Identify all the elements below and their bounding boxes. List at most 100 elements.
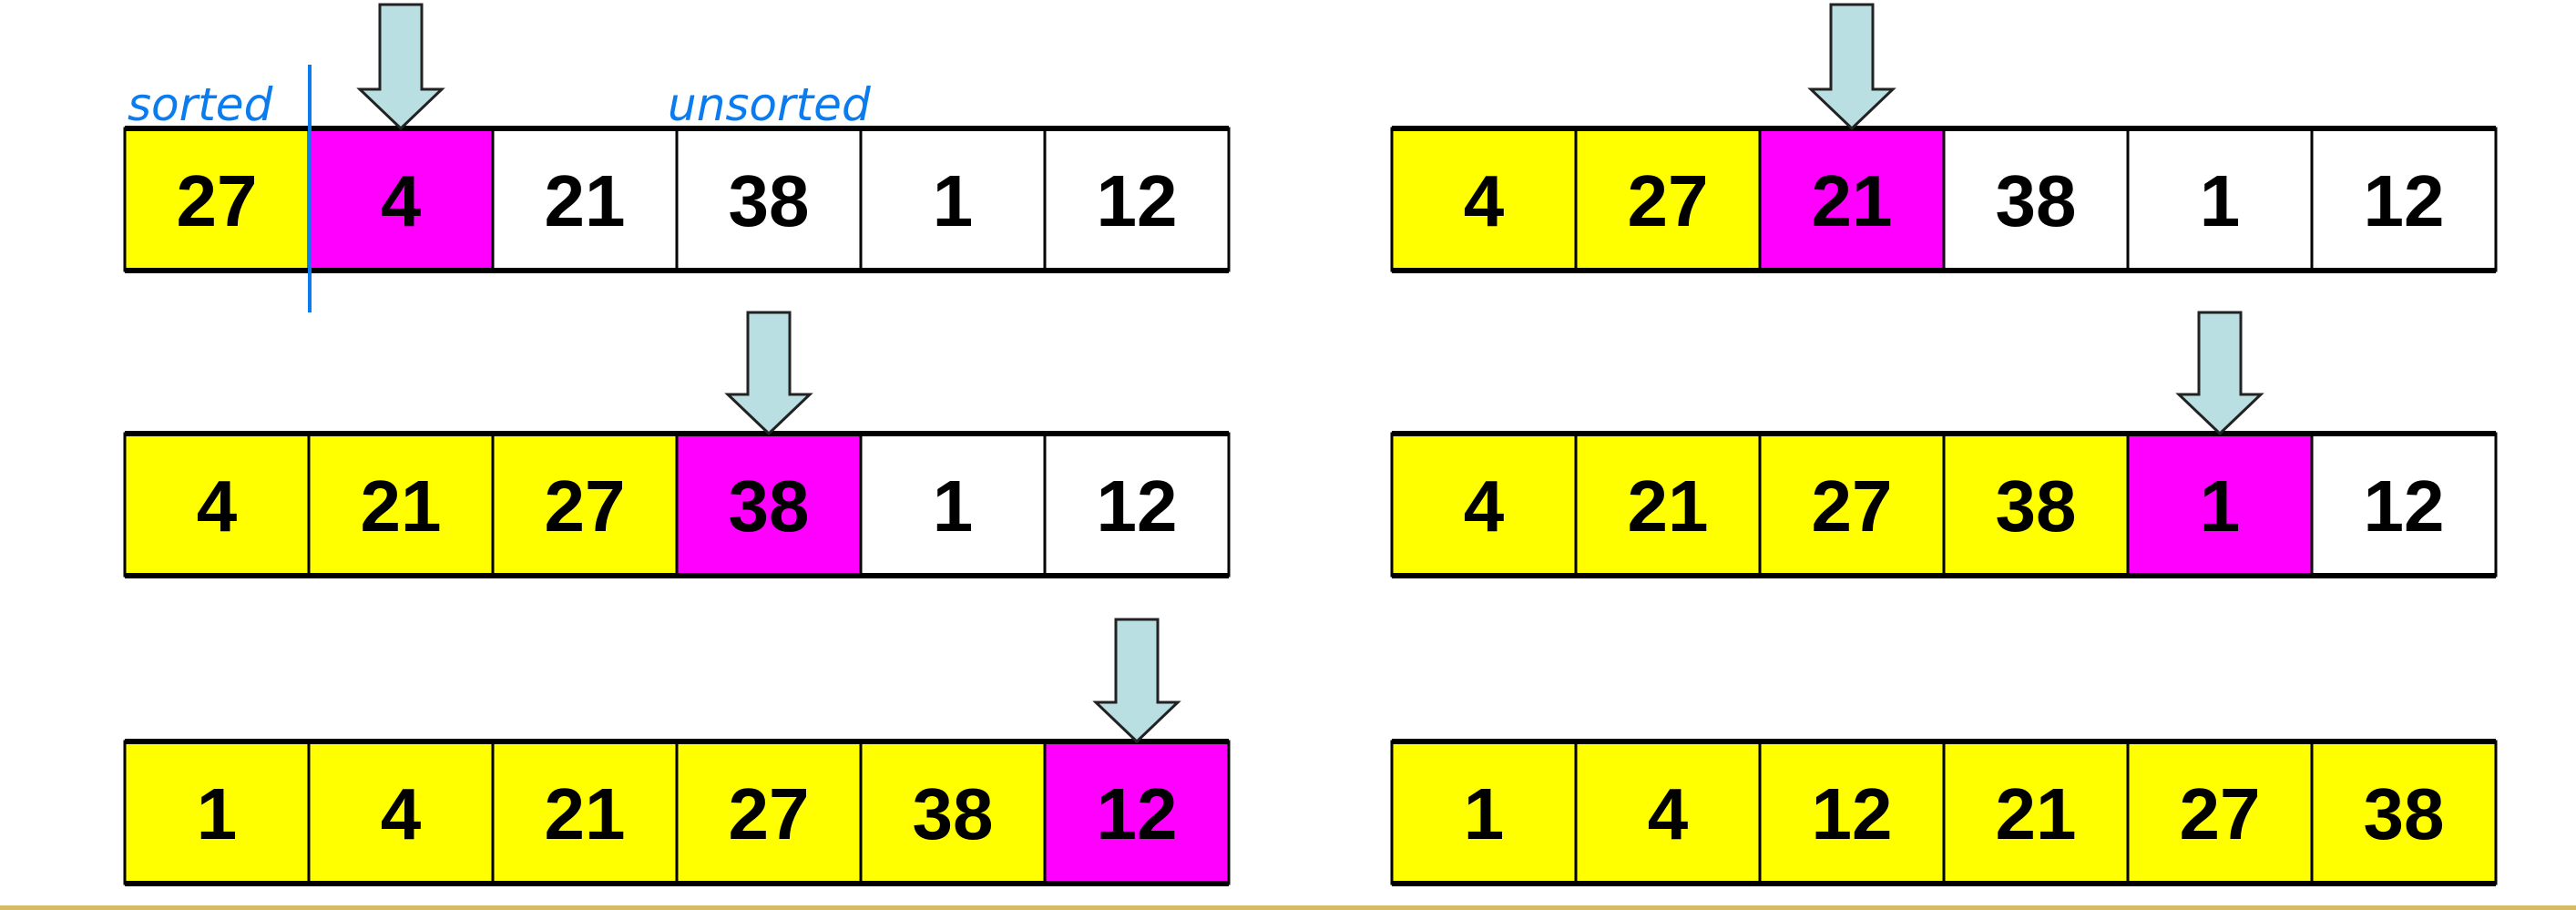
array-cell: 4 [1390,127,1578,272]
array-bottom-border [125,268,1229,273]
cell-value: 38 [1996,160,2077,241]
cell-value: 21 [545,160,626,241]
cell-box [1043,127,1231,272]
cell-value: 27 [1628,160,1709,241]
array-bottom-border [1392,881,2496,886]
down-arrow-icon [356,3,445,131]
cell-box [1043,740,1231,885]
cell-box [859,432,1047,578]
cell-value: 1 [933,465,974,547]
down-arrow-icon [1807,3,1896,131]
array-cell: 1 [2126,127,2314,272]
array-top-border [125,431,1229,436]
cell-value: 4 [381,160,422,241]
array-step-2: 4 27 21 38 1 12 [1390,126,2498,273]
array-cell: 1 [859,127,1047,272]
cell-value: 21 [1812,160,1893,241]
cell-box [2310,432,2498,578]
cell-value: 12 [1097,773,1178,854]
cell-value: 4 [381,773,422,854]
cell-box [1574,127,1762,272]
cell-value: 4 [1648,773,1689,854]
cell-value: 27 [729,773,810,854]
array-cell: 21 [491,127,679,272]
cell-value: 1 [2200,160,2241,241]
down-arrow-icon [724,311,813,436]
sorted-annotation: sorted [128,78,273,131]
cell-box [1942,127,2130,272]
array-cell: 12 [1043,740,1231,885]
array-cell: 27 [675,740,863,885]
cell-value: 4 [197,465,238,547]
array-cell: 12 [1043,127,1231,272]
array-cell: 1 [2126,432,2314,578]
array-cell: 4 [1574,740,1762,885]
cell-value: 38 [729,160,810,241]
cell-value: 27 [1812,465,1893,547]
array-bottom-border [125,881,1229,886]
array-cell: 21 [1942,740,2130,885]
array-cell: 27 [123,127,311,272]
cell-value: 1 [2200,465,2241,547]
cell-value: 12 [2364,465,2445,547]
array-cell: 21 [1574,432,1762,578]
cell-box [675,432,863,578]
array-cell: 21 [307,432,495,578]
array-top-border [1392,431,2496,436]
array-cell: 4 [307,740,495,885]
cell-value: 4 [1464,160,1505,241]
array-step-4: 4 21 27 38 1 12 [1390,431,2498,578]
array-cell: 21 [491,740,679,885]
array-bottom-border [1392,268,2496,273]
array-cell: 38 [1942,127,2130,272]
cell-value: 4 [1464,465,1505,547]
cell-box [307,127,495,272]
array-cell: 1 [123,740,311,885]
array-cell: 38 [675,432,863,578]
cell-value: 1 [1464,773,1505,854]
cell-box [859,740,1047,885]
cell-value: 38 [1996,465,2077,547]
cell-value: 1 [933,160,974,241]
array-cell: 4 [1390,432,1578,578]
down-arrow-icon [2175,311,2264,436]
footer-line [0,905,2576,910]
cell-box [1758,432,1946,578]
cell-value: 12 [1097,160,1178,241]
cell-value: 21 [1628,465,1709,547]
cell-box [1043,432,1231,578]
array-cell: 1 [859,432,1047,578]
array-cell: 27 [491,432,679,578]
array-top-border [1392,126,2496,131]
unsorted-annotation: unsorted [668,78,871,131]
array-cell: 12 [2310,127,2498,272]
cell-value: 38 [729,465,810,547]
cell-value: 38 [2364,773,2445,854]
array-cell: 38 [675,127,863,272]
array-cell: 38 [1942,432,2130,578]
array-cell: 12 [1758,740,1946,885]
cell-box [2126,432,2314,578]
array-top-border [125,126,1229,131]
cell-box [2310,127,2498,272]
array-cell: 38 [2310,740,2498,885]
array-cell: 4 [123,432,311,578]
array-cell: 21 [1758,127,1946,272]
array-cell: 4 [307,127,495,272]
cell-box [1390,432,1578,578]
cell-box [491,740,679,885]
cell-value: 21 [361,465,442,547]
array-step-1: 27 4 21 38 1 12 [123,126,1231,273]
array-top-border [125,739,1229,744]
cell-box [123,127,311,272]
down-arrow-icon [1092,618,1181,744]
cell-value: 27 [2180,773,2261,854]
cell-box [123,740,311,885]
cell-value: 12 [2364,160,2445,241]
cell-value: 27 [545,465,626,547]
array-cell: 27 [1574,127,1762,272]
